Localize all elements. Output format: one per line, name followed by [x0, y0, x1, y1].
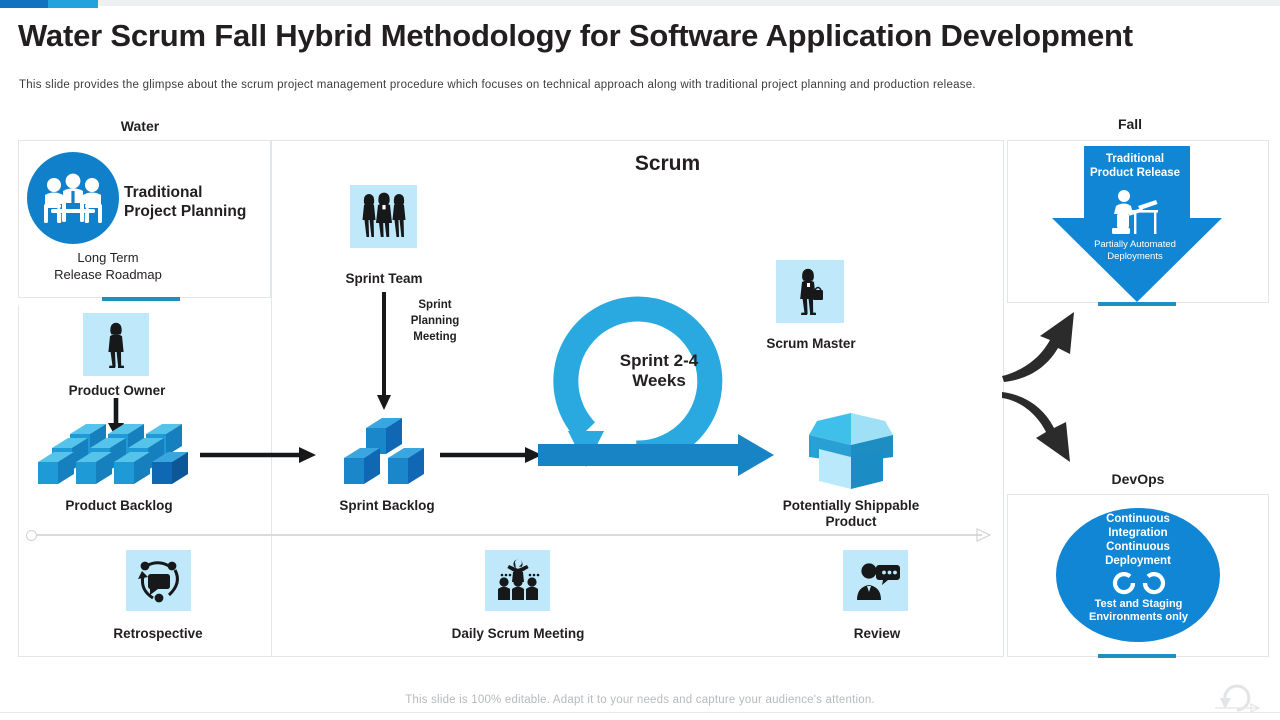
fall-down-arrow	[1052, 146, 1222, 302]
page-title: Water Scrum Fall Hybrid Methodology for …	[18, 18, 1133, 53]
sprint-team-tile	[350, 185, 417, 248]
devops-circle	[1056, 508, 1220, 642]
header-accent-dark	[0, 0, 48, 8]
product-backlog-label: Product Backlog	[65, 498, 173, 513]
shippable-product-label: Potentially Shippable Product	[760, 498, 942, 530]
sprint-cycle-line2: Weeks	[632, 371, 686, 391]
section-caption-water: Water	[120, 118, 160, 134]
scrum-master-tile	[776, 260, 844, 323]
footer-divider	[0, 712, 1280, 713]
devops-bottom-label: Test and Staging Environments only	[1066, 598, 1211, 625]
water-label-line2: Project Planning	[124, 203, 247, 221]
curved-arrow-down-icon	[1002, 392, 1070, 462]
sprint-planning-line1: Sprint	[418, 299, 452, 311]
sprint-planning-line3: Meeting	[413, 330, 457, 343]
footer-text: This slide is 100% editable. Adapt it to…	[405, 694, 875, 706]
retrospective-tile	[126, 550, 191, 611]
sprint-team-label: Sprint Team	[345, 271, 423, 286]
refresh-loop-icon	[1215, 684, 1261, 713]
stacked-cubes-icon	[38, 424, 188, 484]
sprint-cycle-line1: Sprint 2-4	[619, 351, 699, 370]
shippable-product-line2: Product	[825, 514, 877, 530]
review-tile	[843, 550, 908, 611]
devops-top-label: Continuous Integration Continuous Deploy…	[1072, 512, 1204, 568]
header-accent-light	[48, 0, 98, 8]
product-owner-label: Product Owner	[68, 383, 166, 398]
section-caption-fall: Fall	[1117, 116, 1143, 132]
fall-arrow-title: Traditional Product Release	[1074, 153, 1196, 181]
timeline-start-dot	[26, 530, 37, 541]
three-cubes-icon	[344, 418, 424, 484]
infinity-loop-icon	[1112, 572, 1166, 595]
open-box-icon	[809, 413, 893, 489]
shippable-product-line1: Potentially Shippable	[782, 498, 920, 513]
fall-arrow-subtext: Partially Automated Deployments	[1074, 239, 1196, 262]
review-person-icon	[856, 562, 900, 600]
water-circle-badge	[27, 152, 119, 244]
header-accent-grey	[98, 0, 1280, 6]
water-subtext-line2: Release Roadmap	[54, 266, 162, 282]
retrospective-icon	[137, 560, 179, 602]
product-owner-tile	[83, 313, 149, 376]
woman-standing-icon	[108, 322, 125, 368]
review-label: Review	[853, 626, 901, 641]
scrum-title: Scrum	[634, 152, 701, 175]
water-label: Traditional Project Planning	[124, 183, 264, 222]
panel-underline-water	[102, 297, 180, 301]
scrum-master-label: Scrum Master	[766, 336, 856, 351]
fall-arrow-subtext-line2: Deployments	[1107, 250, 1163, 262]
sprint-planning-line2: Planning	[410, 314, 460, 327]
devops-top-line2: Integration	[1108, 527, 1168, 540]
sprint-planning-arrow	[377, 292, 391, 410]
timeline-track	[30, 534, 982, 536]
daily-standup-icon	[497, 558, 539, 600]
devops-top-line4: Deployment	[1105, 555, 1171, 568]
water-subtext: Long Term Release Roadmap	[18, 250, 198, 284]
water-subtext-line1: Long Term	[77, 250, 139, 265]
page-subtitle: This slide provides the glimpse about th…	[19, 79, 976, 91]
daily-scrum-tile	[485, 550, 550, 611]
section-caption-devops: DevOps	[1111, 471, 1165, 487]
shippable-product-arrow	[538, 434, 774, 476]
sprint-cycle-label: Sprint 2-4 Weeks	[588, 351, 730, 392]
devops-top-line3: Continuous	[1106, 541, 1170, 554]
devops-bottom-line2: Environments only	[1088, 611, 1189, 624]
people-meeting-icon	[44, 173, 102, 223]
fall-arrow-title-line1: Traditional	[1105, 153, 1165, 165]
devops-top-line1: Continuous	[1106, 513, 1170, 525]
person-at-desk-icon	[1112, 190, 1158, 234]
panel-underline-devops	[1098, 654, 1176, 658]
backlog-to-sprint-arrow	[200, 447, 316, 463]
sprint-backlog-label: Sprint Backlog	[339, 498, 435, 513]
fall-arrow-subtext-line1: Partially Automated	[1094, 239, 1176, 250]
daily-scrum-label: Daily Scrum Meeting	[451, 626, 585, 641]
retrospective-label: Retrospective	[113, 626, 203, 641]
panel-underline-fall	[1098, 302, 1176, 306]
three-people-icon	[362, 192, 405, 237]
devops-bottom-line1: Test and Staging	[1094, 598, 1183, 610]
sprint-backlog-to-cycle-arrow	[440, 447, 542, 463]
sprint-planning-meeting-label: Sprint Planning Meeting	[390, 298, 480, 346]
fall-arrow-title-line2: Product Release	[1089, 166, 1181, 179]
timeline-end-arrow	[976, 528, 992, 542]
water-label-line1: Traditional	[124, 184, 203, 201]
curved-arrow-up-icon	[1002, 312, 1074, 382]
woman-bag-icon	[800, 268, 823, 315]
